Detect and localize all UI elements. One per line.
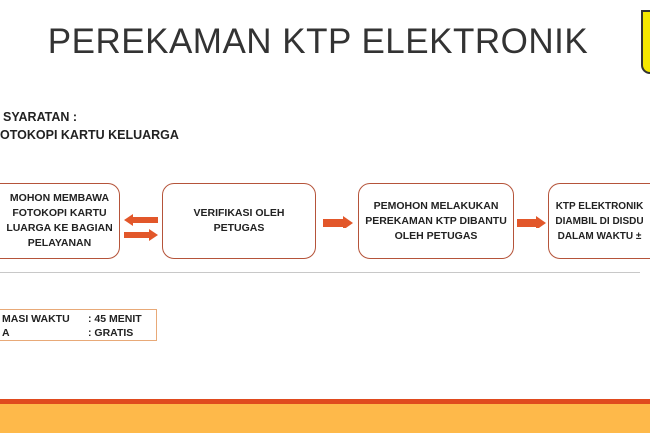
- requirements-item: OTOKOPI KARTU KELUARGA: [0, 128, 179, 142]
- info-box: MASI WAKTU : 45 MENIT A : GRATIS: [0, 309, 157, 341]
- footer-orange-band: [0, 404, 650, 433]
- info-label: A: [2, 327, 10, 339]
- arrow-right-icon: [517, 216, 546, 228]
- info-value: : GRATIS: [88, 327, 134, 339]
- divider: [0, 272, 640, 273]
- info-value: : 45 MENIT: [88, 313, 142, 325]
- flow-step-2: VERIFIKASI OLEH PETUGAS: [162, 183, 316, 259]
- arrow-left-icon: [124, 214, 158, 226]
- flow-step-1: MOHON MEMBAWA FOTOKOPI KARTU LUARGA KE B…: [0, 183, 120, 259]
- arrow-right-icon: [323, 216, 353, 228]
- requirements-heading: SYARATAN :: [3, 110, 78, 124]
- logo-shield-icon: [641, 10, 650, 74]
- footer-red-stripe: [0, 399, 650, 404]
- info-label: MASI WAKTU: [2, 313, 70, 325]
- slide-title: PEREKAMAN KTP ELEKTRONIK: [47, 22, 589, 61]
- flow-step-4: KTP ELEKTRONIK DIAMBIL DI DISDU DALAM WA…: [548, 183, 650, 259]
- arrow-right-icon: [124, 229, 158, 241]
- flow-step-3: PEMOHON MELAKUKAN PEREKAMAN KTP DIBANTU …: [358, 183, 514, 259]
